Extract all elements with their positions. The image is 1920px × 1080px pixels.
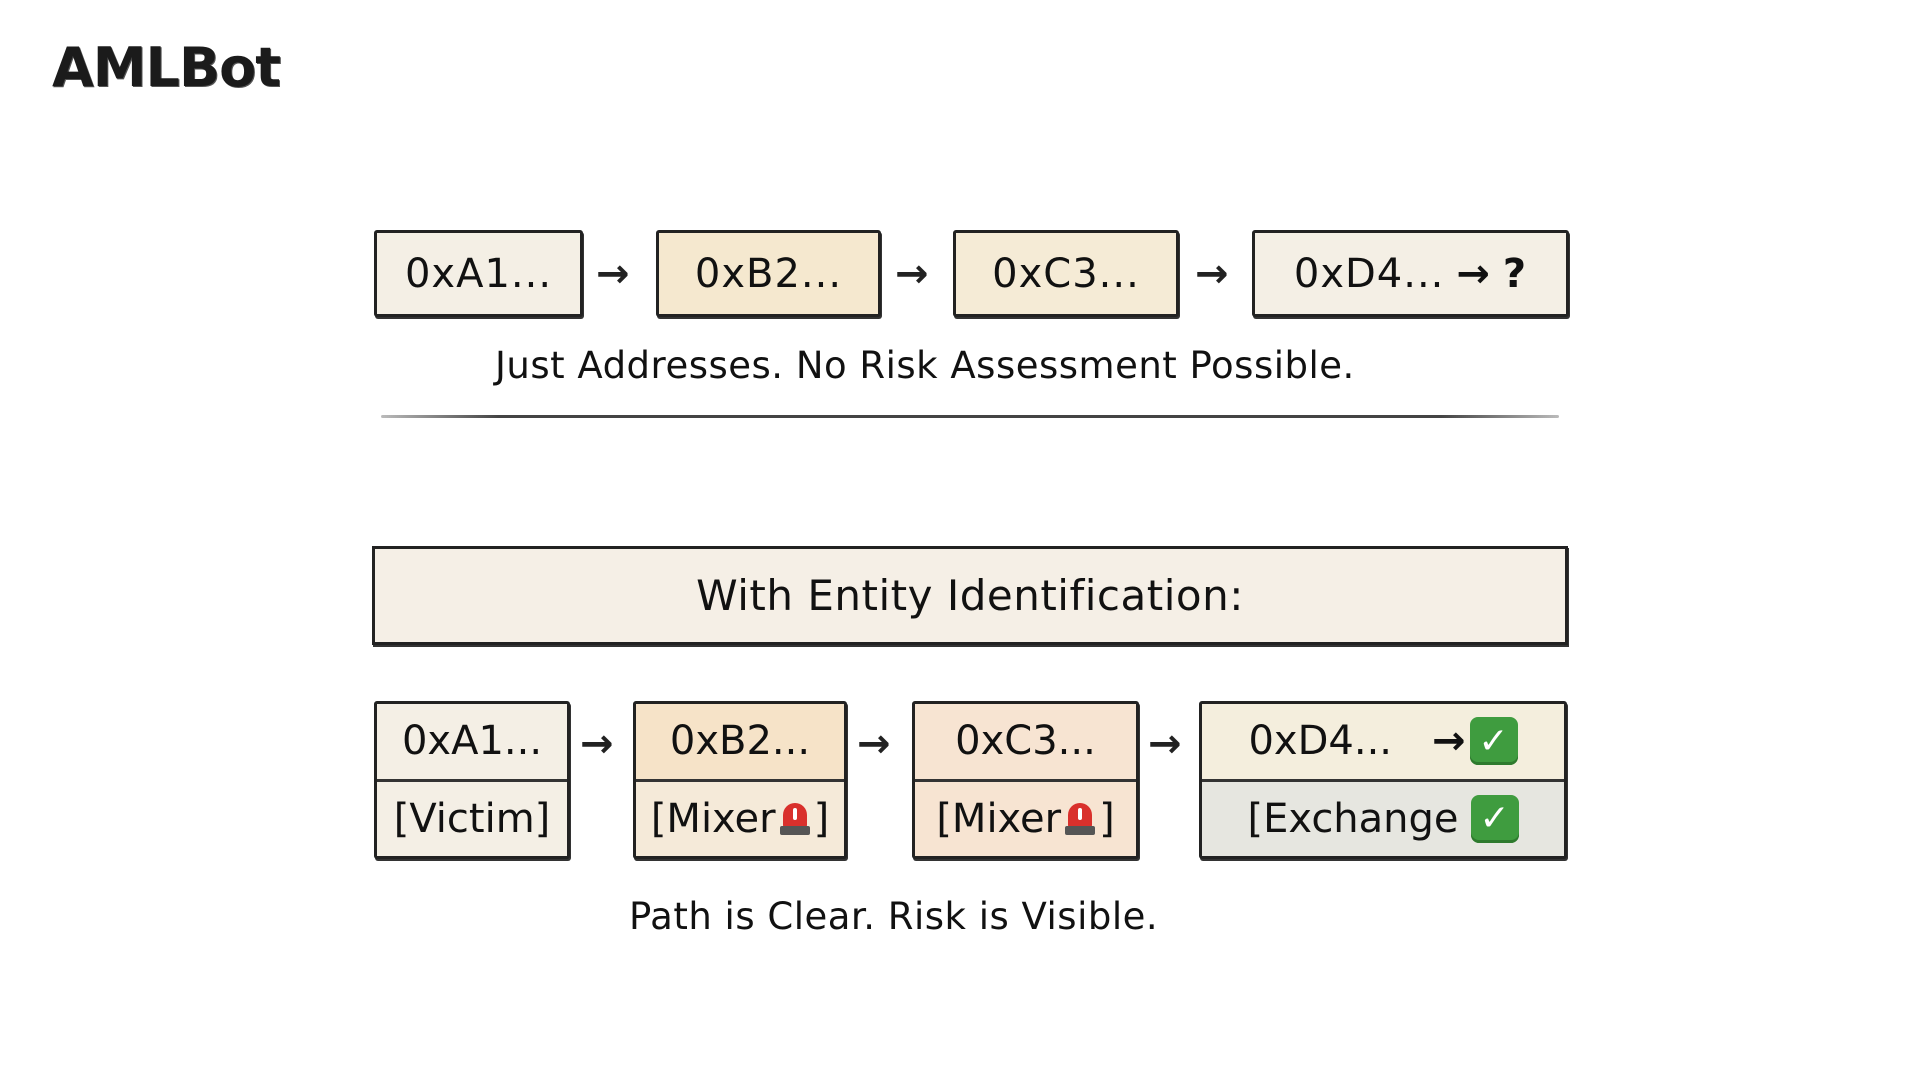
- header-label: With Entity Identification:: [696, 571, 1244, 620]
- arrow-icon: →: [1432, 718, 1466, 765]
- arrow-icon: →: [596, 251, 630, 297]
- address-label: 0xC3...: [955, 718, 1096, 765]
- arrow-icon: →: [1195, 251, 1229, 297]
- address-node-b2: 0xB2...: [656, 230, 881, 317]
- address-node-a1: 0xA1...: [374, 230, 583, 317]
- check-icon: ✓: [1470, 794, 1519, 843]
- entity-label: [Mixer: [936, 795, 1062, 842]
- entity-bracket: ]: [1099, 795, 1115, 842]
- entity-row: [Mixer ]: [915, 782, 1136, 857]
- entity-node-b2: 0xB2... [Mixer ]: [633, 701, 847, 859]
- address-row: 0xA1...: [377, 704, 567, 782]
- address-label: 0xA1...: [404, 250, 553, 297]
- address-row: 0xB2...: [636, 704, 844, 782]
- address-label: 0xB2...: [694, 250, 843, 297]
- entity-label: [Exchange: [1247, 795, 1459, 842]
- address-label: 0xA1...: [401, 718, 543, 765]
- siren-icon: [1065, 802, 1096, 835]
- address-label: 0xB2...: [669, 718, 811, 765]
- entity-node-d4: 0xD4... → ✓ [Exchange ✓: [1199, 701, 1567, 859]
- caption-with: Path is Clear. Risk is Visible.: [629, 895, 1159, 938]
- entity-identification-header: With Entity Identification:: [372, 546, 1568, 645]
- caption-without: Just Addresses. No Risk Assessment Possi…: [495, 344, 1355, 387]
- entity-label: [Mixer: [650, 795, 776, 842]
- check-icon: ✓: [1469, 717, 1518, 766]
- arrow-icon: →: [1456, 250, 1491, 297]
- amlbot-logo: AMLBot: [52, 36, 281, 99]
- entity-row: [Victim]: [377, 782, 567, 857]
- address-node-d4: 0xD4... → ?: [1252, 230, 1569, 317]
- question-mark-icon: ?: [1502, 250, 1528, 297]
- entity-row: [Exchange ✓: [1202, 781, 1564, 856]
- entity-row: [Mixer ]: [636, 781, 844, 856]
- address-label: 0xC3...: [992, 250, 1140, 297]
- entity-bracket: ]: [813, 795, 830, 842]
- address-label: 0xD4...: [1248, 718, 1392, 765]
- siren-icon: [779, 802, 810, 835]
- address-row: 0xD4... → ✓: [1202, 704, 1564, 782]
- arrow-icon: →: [580, 721, 614, 767]
- entity-label: [Victim]: [393, 795, 551, 842]
- section-divider: [381, 415, 1559, 418]
- address-label: 0xD4...: [1293, 250, 1445, 297]
- arrow-icon: →: [1148, 721, 1182, 767]
- entity-node-a1: 0xA1... [Victim]: [374, 701, 570, 859]
- address-row: 0xC3...: [915, 704, 1136, 782]
- arrow-icon: →: [895, 251, 929, 297]
- arrow-icon: →: [857, 721, 891, 767]
- entity-node-c3: 0xC3... [Mixer ]: [912, 701, 1139, 859]
- address-node-c3: 0xC3...: [953, 230, 1179, 317]
